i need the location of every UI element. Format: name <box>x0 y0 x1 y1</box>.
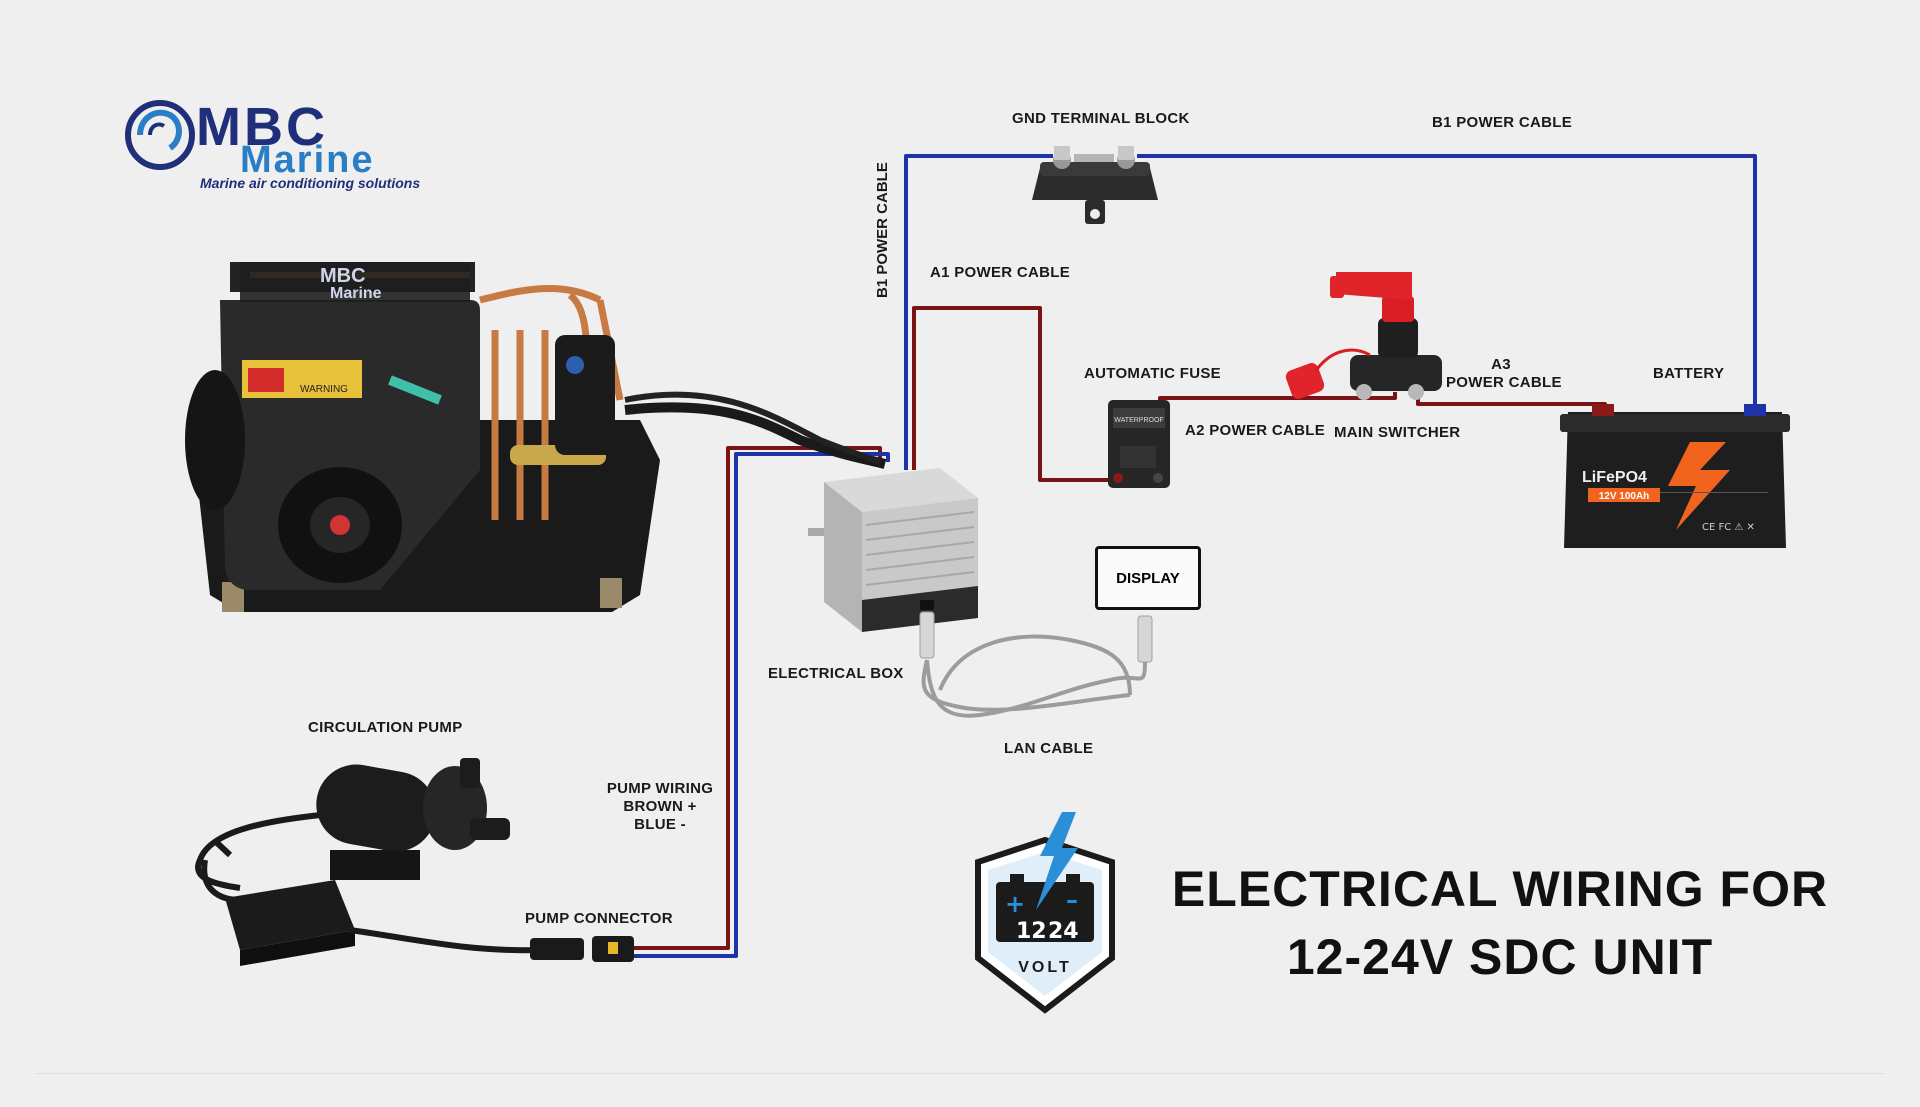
volt-minus: – <box>1066 886 1078 914</box>
electrical-box <box>808 468 978 632</box>
label-pump-connector: PUMP CONNECTOR <box>525 910 673 927</box>
label-a2-power-cable: A2 POWER CABLE <box>1185 422 1326 439</box>
title-line1: ELECTRICAL WIRING FOR <box>1171 861 1829 917</box>
a1-power-cable-wire <box>912 306 1110 482</box>
battery-chem-text: LiFePO4 <box>1582 469 1647 486</box>
volt-badge: + – 12 24 VOLT <box>975 812 1115 1014</box>
footer-divider <box>36 1073 1884 1074</box>
b1-power-cable-wire <box>904 154 1757 470</box>
label-electrical-box: ELECTRICAL BOX <box>768 665 904 682</box>
page-title: ELECTRICAL WIRING FOR 12-24V SDC UNIT <box>1140 860 1860 986</box>
label-b1-power-cable-top: B1 POWER CABLE <box>1432 114 1573 131</box>
label-a3-line1: A3 <box>1491 356 1511 373</box>
ac-unit: WARNING MBC Marine <box>185 262 887 612</box>
label-main-switcher: MAIN SWITCHER <box>1334 424 1461 441</box>
label-a3-line2: POWER CABLE <box>1446 374 1562 391</box>
a3-power-cable-wire <box>1416 392 1607 410</box>
volt-12: 12 <box>1016 919 1047 944</box>
ac-warning-text: WARNING <box>300 384 348 395</box>
circulation-pump <box>195 758 634 966</box>
gnd-terminal-block <box>1032 146 1158 224</box>
title-line2: 12-24V SDC UNIT <box>1286 929 1714 985</box>
svg-text:CE FC ⚠ ✕: CE FC ⚠ ✕ <box>1702 522 1755 533</box>
label-display: DISPLAY <box>1116 569 1180 587</box>
logo-brand: MBC <box>196 97 328 157</box>
wires <box>630 154 1757 958</box>
pump-wiring-brown <box>630 446 882 950</box>
label-pump-wiring-line1: PUMP WIRING <box>606 780 714 797</box>
lan-cable <box>919 611 1153 718</box>
battery-rating-text: 12V 100Ah <box>1599 491 1650 502</box>
battery-unit: LiFePO4 12V 100Ah CE FC ⚠ ✕ <box>1560 404 1790 548</box>
volt-plus: + <box>1005 890 1025 918</box>
mbc-logo-mark <box>125 100 195 170</box>
label-battery: BATTERY <box>1653 365 1725 382</box>
label-automatic-fuse: AUTOMATIC FUSE <box>1084 365 1221 382</box>
display-unit: DISPLAY <box>1095 546 1201 610</box>
label-pump-wiring-line2: BROWN + <box>623 798 697 815</box>
logo-sub: Marine <box>240 139 375 181</box>
logo-tagline: Marine air conditioning solutions <box>200 175 421 191</box>
label-a3-power-cable: A3 POWER CABLE <box>1446 356 1562 392</box>
volt-24: 24 <box>1048 919 1079 944</box>
automatic-fuse: WATERPROOF <box>1108 400 1170 488</box>
main-switcher <box>1285 272 1442 400</box>
unit-brand-text: MBC <box>320 265 366 287</box>
label-pump-wiring: PUMP WIRING BROWN + BLUE - <box>600 780 720 834</box>
label-lan-cable: LAN CABLE <box>1004 740 1094 757</box>
volt-unit: VOLT <box>1018 959 1071 976</box>
label-b1-power-cable-vertical: B1 POWER CABLE <box>874 162 891 298</box>
unit-sub-text: Marine <box>330 285 382 302</box>
svg-text:WATERPROOF: WATERPROOF <box>1114 417 1163 424</box>
pump-wiring-blue <box>630 452 890 958</box>
label-pump-wiring-line3: BLUE - <box>634 816 686 833</box>
label-circulation-pump: CIRCULATION PUMP <box>308 719 463 736</box>
label-a1-power-cable: A1 POWER CABLE <box>930 264 1071 281</box>
label-gnd-terminal-block: GND TERMINAL BLOCK <box>1012 110 1190 127</box>
